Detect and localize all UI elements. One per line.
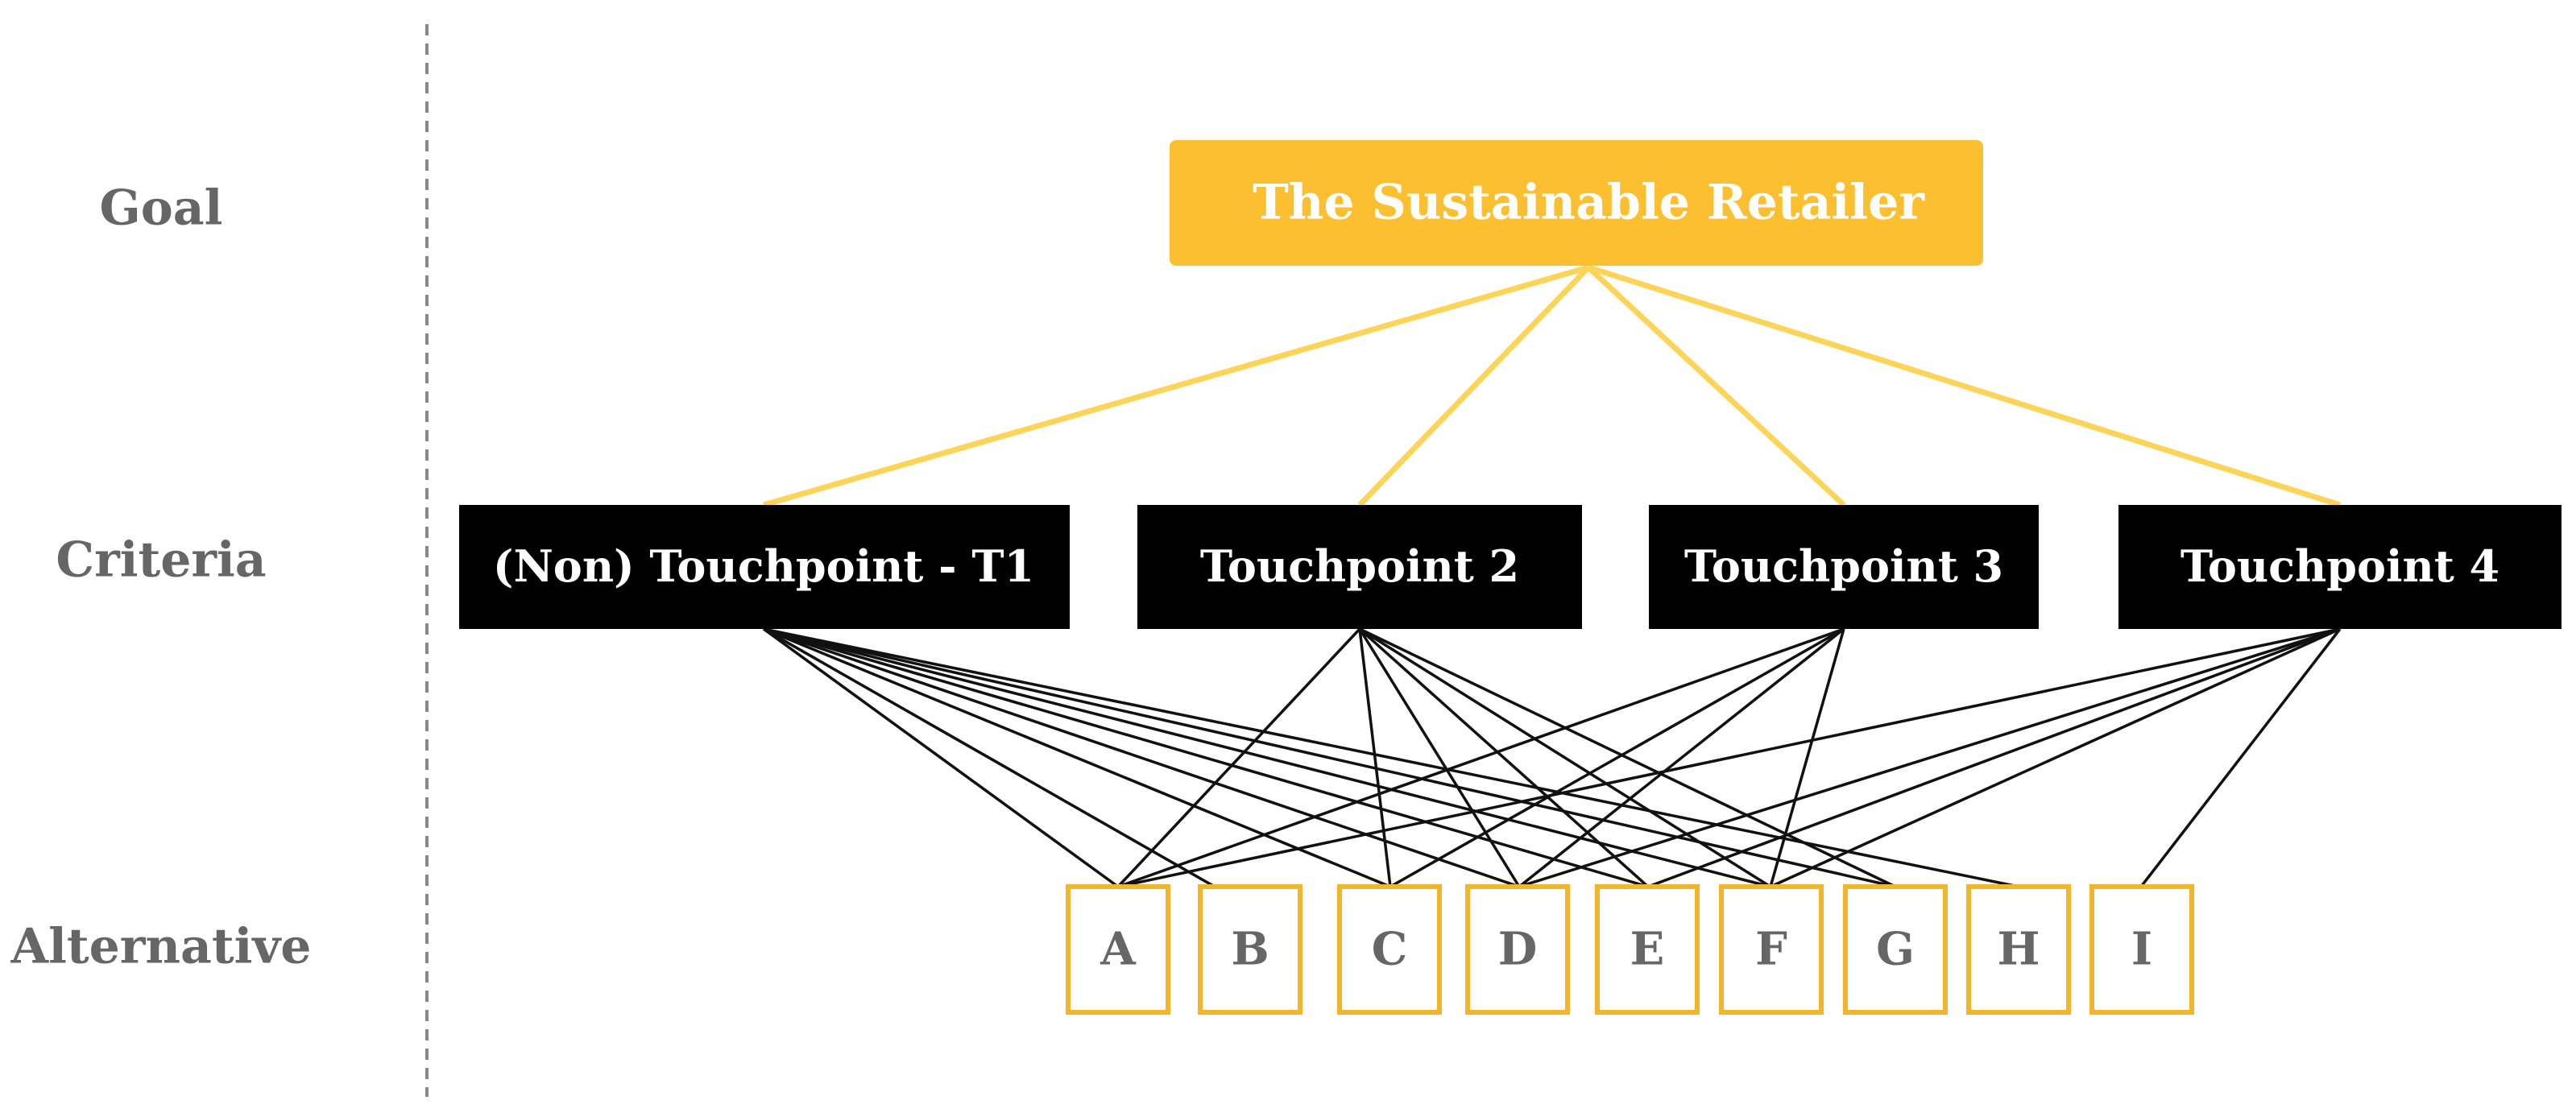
goal-link-t4 [1587,264,2342,508]
criteria-node-t3: Touchpoint 3 [1649,505,2039,629]
alternative-label-f: F [1755,923,1787,976]
criteria-link-t1-c [763,627,1391,888]
criteria-link-t4-d [1518,627,2341,888]
goal-link-t2 [1357,265,1591,507]
alternative-box-d [1465,884,1570,1015]
alternative-box-i [2089,884,2194,1015]
criteria-link-t2-d [1358,628,1521,887]
goal-node: The Sustainable Retailer [1170,140,1983,266]
alternative-node-h: H [1966,884,2071,1015]
criteria-link-t4-e [1647,627,2341,888]
alternative-box-h [1966,884,2071,1015]
alternative-node-e: E [1595,884,1700,1015]
criteria-link-t3-d [1518,627,1845,888]
criteria-node-t4: Touchpoint 4 [2118,505,2562,629]
alternative-node-f: F [1719,884,1824,1015]
goal-link-t1 [763,264,1589,508]
criteria-link-t1-d [763,627,1520,888]
goal-label: The Sustainable Retailer [1253,175,1925,231]
criteria-link-t2-c [1358,628,1392,887]
alternative-node-c: C [1337,884,1442,1015]
criteria-link-t2-f [1359,627,1771,888]
alternative-node-d: D [1465,884,1570,1015]
criteria-label-t4: Touchpoint 4 [2180,540,2499,592]
level-label-alternative: Alternative [10,919,312,975]
criteria-link-t1-h [763,627,2019,888]
criteria-label-t2: Touchpoint 2 [1200,540,1519,592]
alternative-box-c [1337,884,1442,1015]
criteria-label-t1: (Non) Touchpoint - T1 [493,540,1034,592]
alternative-box-f [1719,884,1824,1015]
criteria-link-t2-g [1359,627,1896,888]
criteria-link-t2-a [1116,627,1361,888]
alternative-label-a: A [1100,923,1137,976]
alternative-label-g: G [1876,923,1915,976]
alternative-label-b: B [1231,923,1269,976]
alternative-node-a: A [1066,884,1170,1015]
alternative-label-d: D [1498,923,1538,976]
criteria-box-t3 [1649,505,2039,629]
alternative-label-i: I [2131,923,2152,976]
criteria-link-t1-b [763,627,1216,888]
level-label-criteria: Criteria [56,532,266,589]
criteria-link-t1-f [763,627,1771,888]
criteria-box-t1 [459,505,1070,629]
criteria-node-t1: (Non) Touchpoint - T1 [459,505,1070,629]
alternative-box-g [1843,884,1948,1015]
alternative-node-b: B [1198,884,1302,1015]
criteria-link-t1-a [762,627,1120,888]
goal-box [1170,140,1983,266]
criteria-link-t3-a [1117,627,1845,888]
alternative-box-a [1066,884,1170,1015]
criteria-box-t4 [2118,505,2562,629]
criteria-node-t2: Touchpoint 2 [1137,505,1582,629]
alternative-label-c: C [1372,923,1408,976]
alternative-box-b [1198,884,1302,1015]
criteria-box-t2 [1137,505,1582,629]
criteria-link-t4-a [1117,627,2341,888]
goal-link-t3 [1586,265,1846,507]
criteria-link-t3-f [1769,628,1845,887]
alternative-node-i: I [2089,884,2194,1015]
alternative-label-e: E [1630,923,1665,976]
criteria-link-t4-i [2139,627,2342,888]
criteria-link-t2-e [1358,627,1650,888]
criteria-link-t1-e [763,627,1649,888]
criteria-label-t3: Touchpoint 3 [1684,540,2003,592]
criteria-link-t1-g [763,627,1896,888]
alternative-node-g: G [1843,884,1948,1015]
level-label-goal: Goal [100,180,223,237]
alternative-label-h: H [1998,923,2040,976]
alternative-box-e [1595,884,1700,1015]
criteria-link-t4-f [1770,627,2341,888]
criteria-link-t3-c [1389,627,1845,888]
